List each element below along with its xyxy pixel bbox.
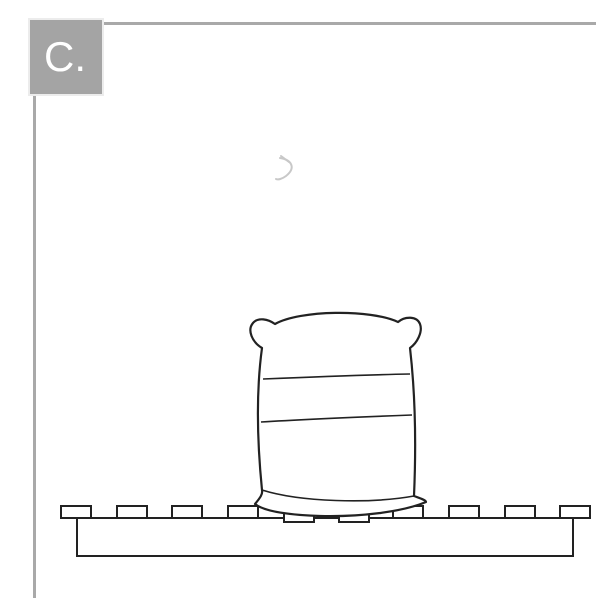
pallet-base-board [77, 518, 573, 556]
pallet-slat [505, 506, 535, 518]
pallet-slat [228, 506, 258, 518]
pallet-slat [61, 506, 91, 518]
sack [250, 313, 426, 516]
curved-arrow-icon [276, 156, 292, 179]
pallet-slat [449, 506, 479, 518]
pallet-slat [172, 506, 202, 518]
sack-outline [250, 313, 426, 516]
pallet-slat [560, 506, 590, 518]
pallet-slat [117, 506, 147, 518]
